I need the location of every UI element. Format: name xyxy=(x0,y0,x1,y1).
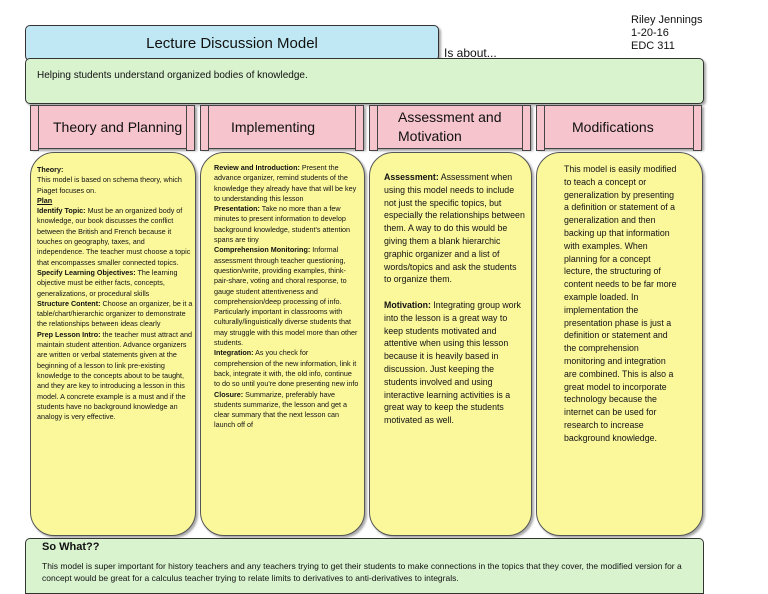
title-box: Lecture Discussion Model xyxy=(25,25,439,61)
header-tab-right xyxy=(355,105,364,151)
header-tab-left xyxy=(200,105,209,151)
closure-text: Summarize, preferably have students summ… xyxy=(214,389,348,430)
column-implementing: Review and Introduction: Present the adv… xyxy=(200,152,365,536)
so-what-text: This model is super important for histor… xyxy=(42,561,682,583)
header-implementing-label: Implementing xyxy=(231,118,316,135)
header-tab-right xyxy=(693,105,702,151)
theory-content: Theory: This model is based on schema th… xyxy=(37,165,193,422)
plan-label: Plan xyxy=(37,195,53,205)
header-theory-label: Theory and Planning xyxy=(53,118,183,135)
header-assessment-line2: Motivation xyxy=(398,128,462,144)
structure-content-text: Choose an organizer, be it a table/chart… xyxy=(37,298,193,329)
column-theory-planning: Theory: This model is based on schema th… xyxy=(30,152,196,536)
motivation-label: Motivation: xyxy=(384,299,431,310)
objectives-text: The learning objective must be either fa… xyxy=(37,267,178,298)
closure-label: Closure: xyxy=(214,389,244,399)
assessment-content: Assessment: Assessment when using this m… xyxy=(384,171,526,427)
motivation-text: Integrating group work into the lesson i… xyxy=(384,299,521,426)
theory-text: This model is based on schema theory, wh… xyxy=(37,175,182,195)
header-tab-left xyxy=(536,105,545,151)
header-assessment-line1: Assessment and xyxy=(398,109,502,125)
author-name: Riley Jennings xyxy=(631,14,703,26)
assessment-label: Assessment: xyxy=(384,172,439,182)
theory-label: Theory: xyxy=(37,165,64,174)
column-assessment-motivation: Assessment: Assessment when using this m… xyxy=(369,152,532,536)
header-modifications: Modifications xyxy=(536,105,702,151)
so-what-bar: So What?? This model is super important … xyxy=(25,538,704,594)
monitoring-label: Comprehension Monitoring: xyxy=(214,245,311,255)
prep-intro-label: Prep Lesson Intro: xyxy=(37,329,101,339)
description-text: Helping students understand organized bo… xyxy=(37,70,308,81)
prep-intro-text: the teacher must attract and maintain st… xyxy=(37,329,192,422)
header-tab-right xyxy=(522,105,531,151)
paragraph-spacer xyxy=(384,286,526,299)
column-modifications: This model is easily modified to teach a… xyxy=(536,152,703,536)
page-title: Lecture Discussion Model xyxy=(146,34,318,52)
assessment-text: Assessment when using this model needs t… xyxy=(384,172,525,285)
header-tab-left xyxy=(30,105,39,151)
identify-topic-text: Must be an organized body of knowledge, … xyxy=(37,206,191,267)
header-tab-right xyxy=(186,105,195,151)
author-block: Riley Jennings 1-20-16 EDC 311 xyxy=(631,14,703,53)
objectives-label: Specify Learning Objectives: xyxy=(37,267,136,277)
author-course: EDC 311 xyxy=(631,40,675,52)
header-tab-left xyxy=(369,105,378,151)
monitoring-text: Informal assessment through teacher ques… xyxy=(214,245,358,348)
author-date: 1-20-16 xyxy=(631,27,669,39)
description-bar: Helping students understand organized bo… xyxy=(25,58,704,104)
review-text: Present the advance organizer, remind st… xyxy=(214,163,357,203)
so-what-title: So What?? xyxy=(42,541,100,553)
presentation-text: Take no more than a few minutes to prese… xyxy=(214,204,351,245)
is-about-label: Is about... xyxy=(444,46,497,60)
integration-text: As you check for comprehension of the ne… xyxy=(214,348,359,389)
presentation-label: Presentation: xyxy=(214,204,260,214)
modifications-text: This model is easily modified to teach a… xyxy=(564,164,677,443)
review-label: Review and Introduction: xyxy=(214,163,300,172)
header-modifications-label: Modifications xyxy=(572,118,654,135)
integration-label: Integration: xyxy=(214,348,254,358)
header-implementing: Implementing xyxy=(200,105,364,151)
identify-topic-label: Identify Topic: xyxy=(37,206,86,216)
implementing-content: Review and Introduction: Present the adv… xyxy=(214,163,359,431)
modifications-content: This model is easily modified to teach a… xyxy=(564,163,680,445)
header-theory-planning: Theory and Planning xyxy=(30,105,195,151)
structure-content-label: Structure Content: xyxy=(37,298,101,308)
